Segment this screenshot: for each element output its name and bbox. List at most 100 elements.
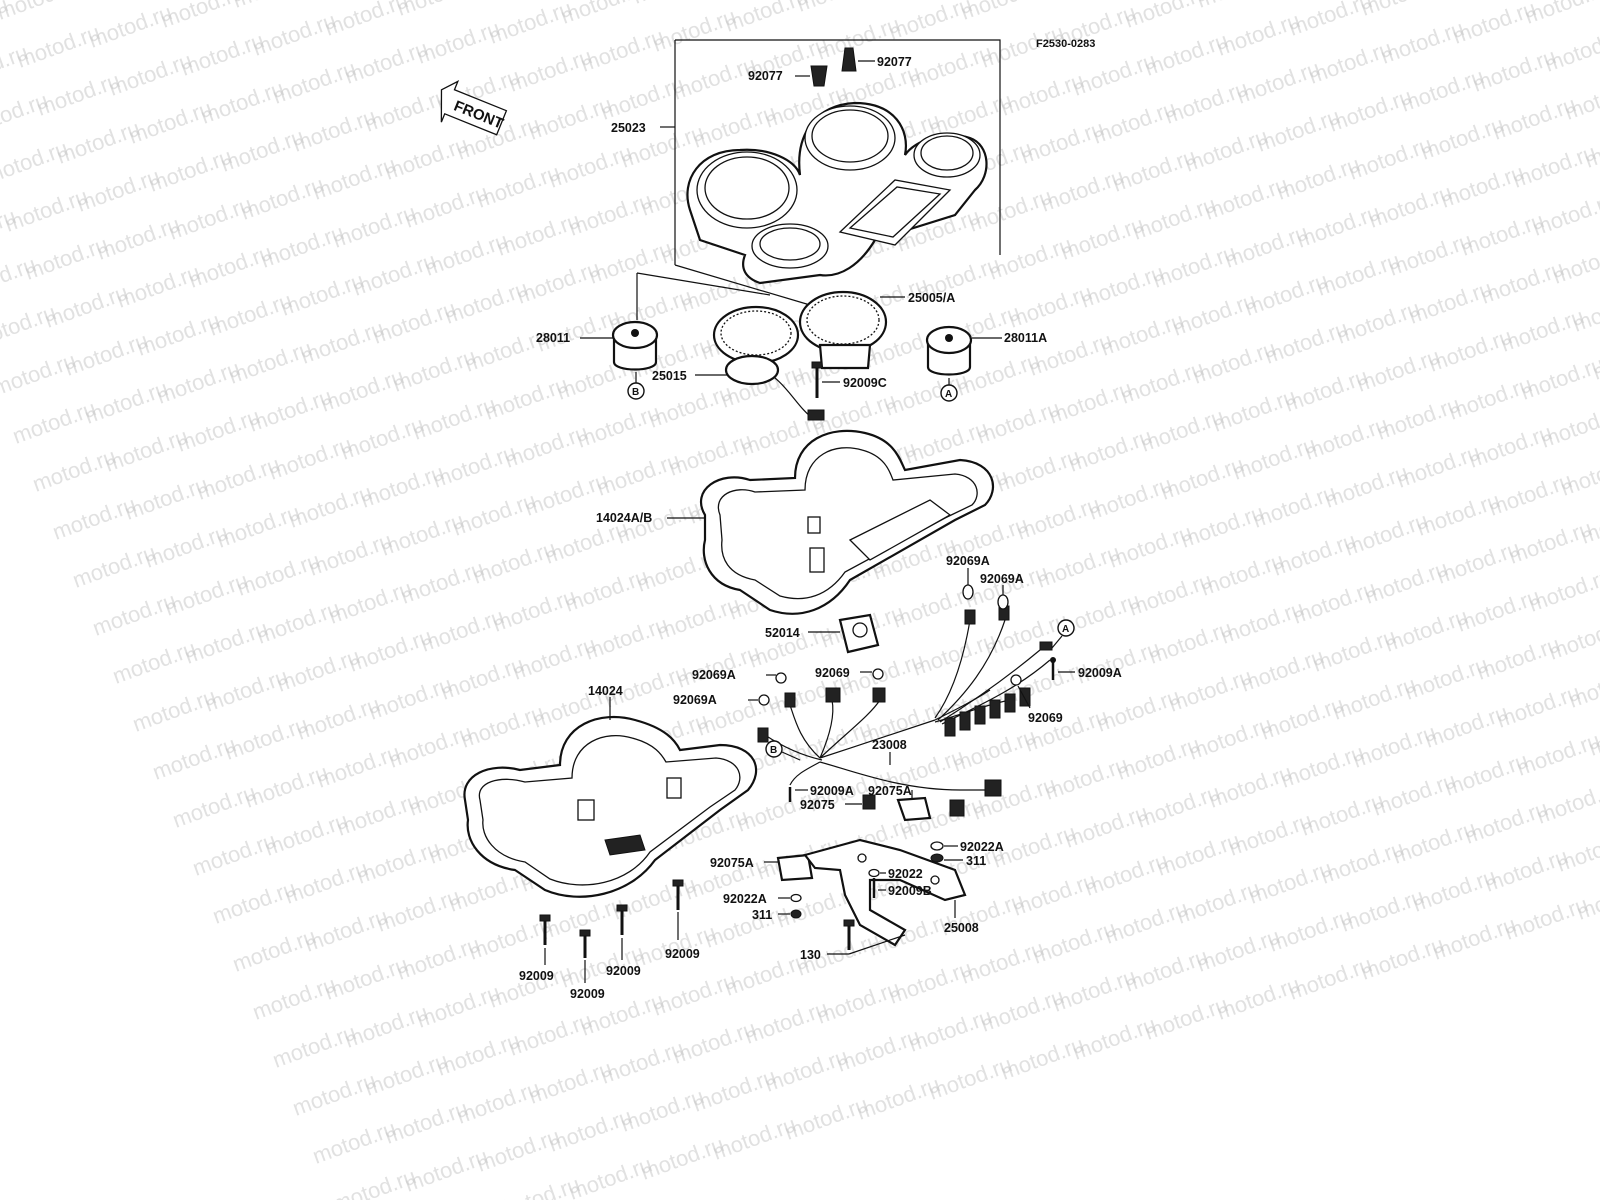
cap-92077-left — [795, 65, 828, 87]
label-92069-1: 92069 — [815, 666, 850, 680]
watermark-text: motod.ru — [1549, 236, 1600, 289]
screw-92009-1 — [539, 914, 551, 965]
label-92022A-2: 92022A — [723, 892, 767, 906]
watermark-text: motod.ru — [1541, 24, 1600, 77]
bulb-92069A-2 — [997, 585, 1009, 610]
label-92069A-4: 92069A — [673, 693, 717, 707]
screw-92009C — [811, 361, 840, 398]
label-92009A-2: 92009A — [810, 784, 854, 798]
watermark-text: motod.ru — [1357, 0, 1447, 21]
label-92075A-1: 92075A — [868, 784, 912, 798]
washer-92022 — [868, 868, 886, 878]
watermark-text: motod.ru — [1545, 612, 1600, 665]
bulb-92069A-3 — [766, 672, 787, 684]
label-25015: 25015 — [652, 369, 687, 383]
bulb-92069-1 — [860, 668, 884, 680]
watermark-text: motod.ru — [1525, 564, 1600, 617]
watermark-text: motod.ru — [0, 0, 83, 25]
label-92009-2: 92009 — [570, 987, 605, 1001]
washer-92022A-2 — [778, 893, 802, 903]
watermark-text: motod.ru — [1537, 400, 1600, 453]
bulb-92069A-4 — [748, 694, 770, 706]
watermark-text: motod.ru — [1561, 72, 1600, 125]
svg-text:A: A — [1062, 624, 1069, 635]
label-28011A: 28011A — [1004, 331, 1047, 345]
washer-92022A-1 — [930, 841, 958, 851]
screw-92009-2 — [579, 929, 591, 983]
watermark-text: motod.ru — [629, 0, 719, 9]
label-92009-1: 92009 — [519, 969, 554, 983]
watermark-text: motod.ru — [1557, 448, 1600, 501]
screw-92009-4 — [672, 879, 684, 940]
svg-text:B: B — [632, 387, 639, 398]
marker-a-right: A — [940, 384, 958, 402]
label-25023: 25023 — [611, 121, 646, 135]
label-92075A-2: 92075A — [710, 856, 754, 870]
watermark-text: motod.ru — [1521, 0, 1600, 29]
watermark-text: motod.ru — [1517, 352, 1600, 405]
figure-code: F2530-0283 — [1036, 38, 1095, 50]
svg-text:A: A — [945, 389, 952, 400]
label-14024AB: 14024A/B — [596, 511, 652, 525]
label-14024: 14024 — [588, 684, 623, 698]
watermark-text: motod.ru — [957, 0, 1047, 25]
cap-92077-right — [841, 47, 875, 72]
meter-case-14024 — [463, 697, 758, 898]
watermark-text: motod.ru — [1533, 776, 1600, 829]
screw-92009-3 — [616, 904, 628, 960]
watermark-text: motod.ru — [793, 0, 883, 17]
label-25005A: 25005/A — [908, 291, 955, 305]
meter-case-14024AB — [667, 429, 994, 615]
meter-cover-25023 — [660, 101, 988, 285]
watermark-text: motod.ru — [1121, 0, 1211, 33]
watermark-text: motod.ru — [1529, 188, 1600, 241]
bolt-130 — [827, 919, 906, 955]
label-92022: 92022 — [888, 867, 923, 881]
nut-311-2 — [778, 909, 802, 919]
svg-text:B: B — [770, 745, 777, 756]
label-92009A-1: 92009A — [1078, 666, 1122, 680]
label-130: 130 — [800, 948, 821, 962]
marker-b-top: B — [627, 382, 645, 400]
watermark-text: motod.ru — [1429, 0, 1519, 1]
label-311-1: 311 — [966, 854, 986, 868]
label-92009-3: 92009 — [606, 964, 641, 978]
clamp-92075A-2 — [764, 853, 814, 882]
bulb-92069A-1 — [962, 568, 974, 600]
clamp-92075A-1 — [896, 790, 932, 822]
label-311-2: 311 — [752, 908, 772, 922]
gauge-28011A — [925, 325, 1002, 385]
bulb-92069-2 — [1010, 674, 1031, 709]
watermark-text: motod.ru — [1029, 0, 1119, 5]
speedometer-25015 — [695, 305, 825, 421]
watermark-text: motod.ru — [229, 0, 319, 13]
marker-b-left: B — [765, 740, 801, 761]
watermark-text: motod.ru — [157, 0, 247, 33]
watermark-text: motod.ru — [393, 0, 483, 21]
label-92022A-1: 92022A — [960, 840, 1004, 854]
label-92077-left: 92077 — [748, 69, 783, 83]
label-92009-4: 92009 — [665, 947, 700, 961]
screw-92009B — [872, 878, 886, 898]
grommet-92075 — [845, 794, 876, 810]
watermark-text: motod.ru — [1513, 728, 1600, 781]
wiring-harness-23008 — [757, 605, 1053, 817]
watermark-text: motod.ru — [1193, 0, 1283, 13]
bracket-25008 — [803, 838, 967, 947]
assembly-bracket — [636, 39, 1001, 320]
nut-311-1 — [930, 853, 963, 863]
label-92069A-2: 92069A — [980, 572, 1024, 586]
label-92077-right: 92077 — [877, 55, 912, 69]
label-25008: 25008 — [944, 921, 979, 935]
screw-92009A-2 — [788, 787, 808, 802]
label-92009B: 92009B — [888, 884, 932, 898]
watermark-text: motod.ru — [65, 0, 155, 5]
label-28011: 28011 — [536, 331, 570, 345]
part-labels: 92077 92077 25023 25005/A 28011 28011A 2… — [519, 55, 1122, 1001]
watermark-text: motod.ru — [465, 0, 555, 1]
label-23008: 23008 — [872, 738, 907, 752]
screw-92009A-1 — [1050, 657, 1075, 680]
label-92069A-1: 92069A — [946, 554, 990, 568]
bulb-sockets — [944, 687, 1031, 737]
